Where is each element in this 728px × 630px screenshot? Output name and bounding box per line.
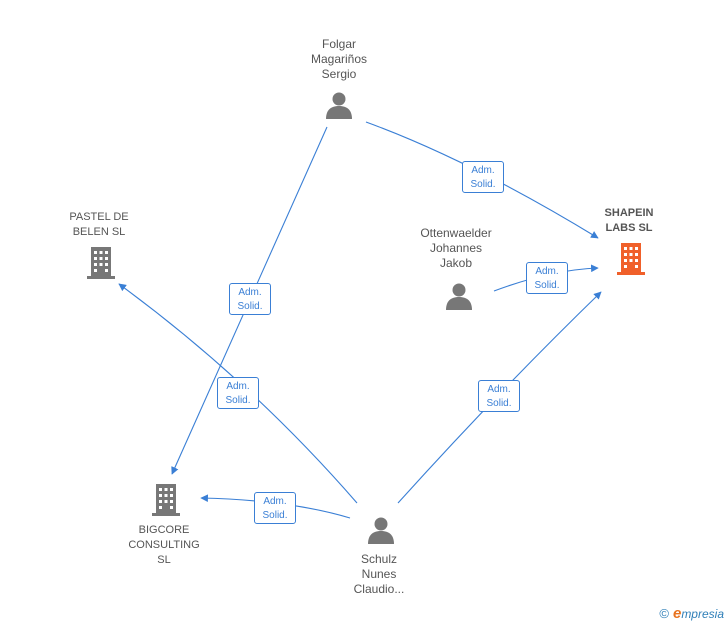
copyright-icon: © (659, 606, 669, 621)
person-label-schulz[interactable]: Schulz Nunes Claudio... (353, 552, 405, 596)
building-icon[interactable] (85, 246, 117, 280)
role-badge[interactable]: Adm. Solid. (254, 492, 296, 524)
brand-footer[interactable]: © empresia (659, 605, 724, 622)
role-badge[interactable]: Adm. Solid. (229, 283, 271, 315)
role-badge[interactable]: Adm. Solid. (478, 380, 520, 412)
building-icon[interactable] (615, 242, 647, 276)
role-badge[interactable]: Adm. Solid. (462, 161, 504, 193)
person-label-folgar[interactable]: Folgar Magariños Sergio (310, 37, 368, 81)
company-label-pastel[interactable]: PASTEL DE BELEN SL (69, 211, 129, 238)
role-badge[interactable]: Adm. Solid. (526, 262, 568, 294)
role-badge[interactable]: Adm. Solid. (217, 377, 259, 409)
person-icon[interactable] (444, 281, 474, 311)
building-icon[interactable] (150, 483, 182, 517)
person-icon[interactable] (366, 515, 396, 545)
brand-logo: empresia (672, 605, 724, 622)
company-label-shapein[interactable]: SHAPEIN LABS SL (604, 207, 654, 234)
person-label-ottenwaelder[interactable]: Ottenwaelder Johannes Jakob (420, 226, 492, 270)
company-label-bigcore[interactable]: BIGCORE CONSULTING SL (128, 524, 200, 566)
person-icon[interactable] (324, 90, 354, 120)
